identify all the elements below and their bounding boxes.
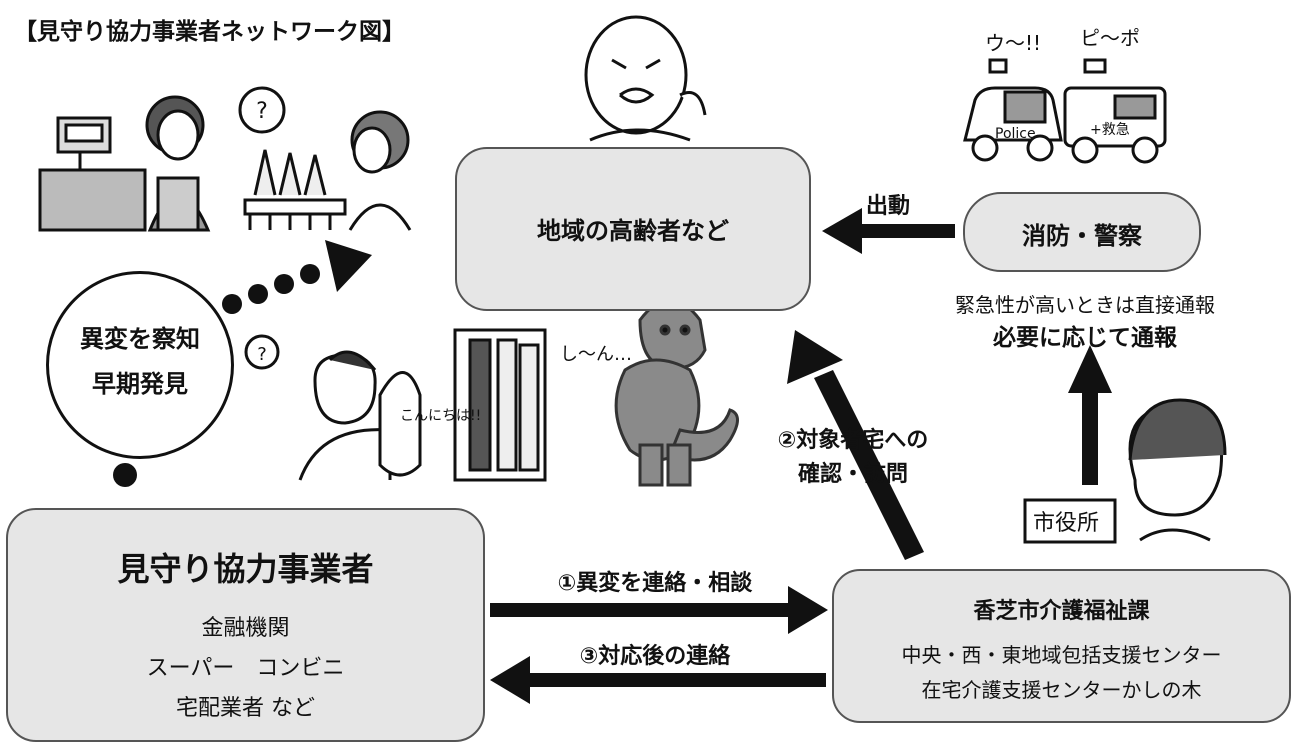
city-line2: 在宅介護支援センターかしの木 bbox=[921, 678, 1202, 702]
contact-label: ①異変を連絡・相談 bbox=[557, 571, 753, 596]
city-line1: 中央・西・東地域包括支援センター bbox=[901, 643, 1222, 667]
partners-line2: スーパー コンビニ bbox=[146, 656, 345, 681]
shop-illustration bbox=[38, 86, 412, 232]
partners-box: 見守り協力事業者 金融機関 スーパー コンビニ 宅配業者 など bbox=[6, 508, 485, 742]
arrows bbox=[113, 208, 1112, 704]
partners-line3: 宅配業者 など bbox=[176, 696, 315, 721]
greeting-text: こんにちは!! bbox=[400, 408, 481, 424]
detect-bubble: 異変を察知 早期発見 bbox=[46, 271, 234, 459]
police-siren-text: ウ〜!! bbox=[985, 31, 1041, 55]
city-staff-illustration bbox=[1023, 398, 1227, 544]
city-office-sign: 市役所 bbox=[1033, 511, 1099, 536]
visitor-illustration bbox=[244, 328, 547, 482]
visit-line2: 確認・訪問 bbox=[797, 462, 908, 487]
arrow-report bbox=[1068, 345, 1112, 393]
detect-line2: 早期発見 bbox=[92, 370, 188, 398]
fire-police-box: 消防・警察 bbox=[963, 192, 1201, 272]
elderly-man-illustration bbox=[584, 15, 707, 142]
ambulance-text: +救急 bbox=[1090, 122, 1130, 138]
followup-label: ③対応後の連絡 bbox=[579, 644, 731, 669]
city-box: 香芝市介護福祉課 中央・西・東地域包括支援センター 在宅介護支援センターかしの木 bbox=[832, 569, 1291, 723]
ambulance-siren-text: ピ〜ポ bbox=[1080, 26, 1140, 50]
detect-line1: 異変を察知 bbox=[80, 325, 200, 353]
partners-title: 見守り協力事業者 bbox=[117, 550, 374, 588]
visit-line1: ②対象者宅への bbox=[777, 428, 929, 453]
elderly-label: 地域の高齢者など bbox=[537, 217, 729, 245]
diagram-title: 【見守り協力事業者ネットワーク図】 bbox=[14, 19, 405, 45]
question-mark-visitor: ? bbox=[257, 344, 267, 365]
arrow-followup bbox=[490, 656, 530, 704]
emergency-note: 緊急性が高いときは直接通報 bbox=[955, 293, 1215, 317]
arrow-dispatch bbox=[822, 208, 862, 254]
partners-line1: 金融機関 bbox=[201, 616, 290, 641]
city-title: 香芝市介護福祉課 bbox=[973, 599, 1150, 624]
visit-label: ②対象者宅への 確認・訪問 bbox=[738, 424, 968, 492]
police-car-text: Police bbox=[995, 126, 1036, 142]
arrow-visit bbox=[787, 330, 843, 384]
dragon-illustration bbox=[614, 234, 739, 487]
arrow-detect bbox=[325, 240, 372, 292]
question-mark-shop: ? bbox=[256, 99, 268, 124]
arrow-contact bbox=[788, 586, 828, 634]
elderly-box: 地域の高齢者など bbox=[455, 147, 811, 311]
emergency-vehicles-illustration bbox=[963, 58, 1167, 164]
report-note: 必要に応じて通報 bbox=[993, 325, 1177, 351]
silence-text: し〜ん… bbox=[560, 344, 632, 365]
fire-police-label: 消防・警察 bbox=[1022, 222, 1142, 250]
dispatch-label: 出動 bbox=[866, 194, 911, 219]
